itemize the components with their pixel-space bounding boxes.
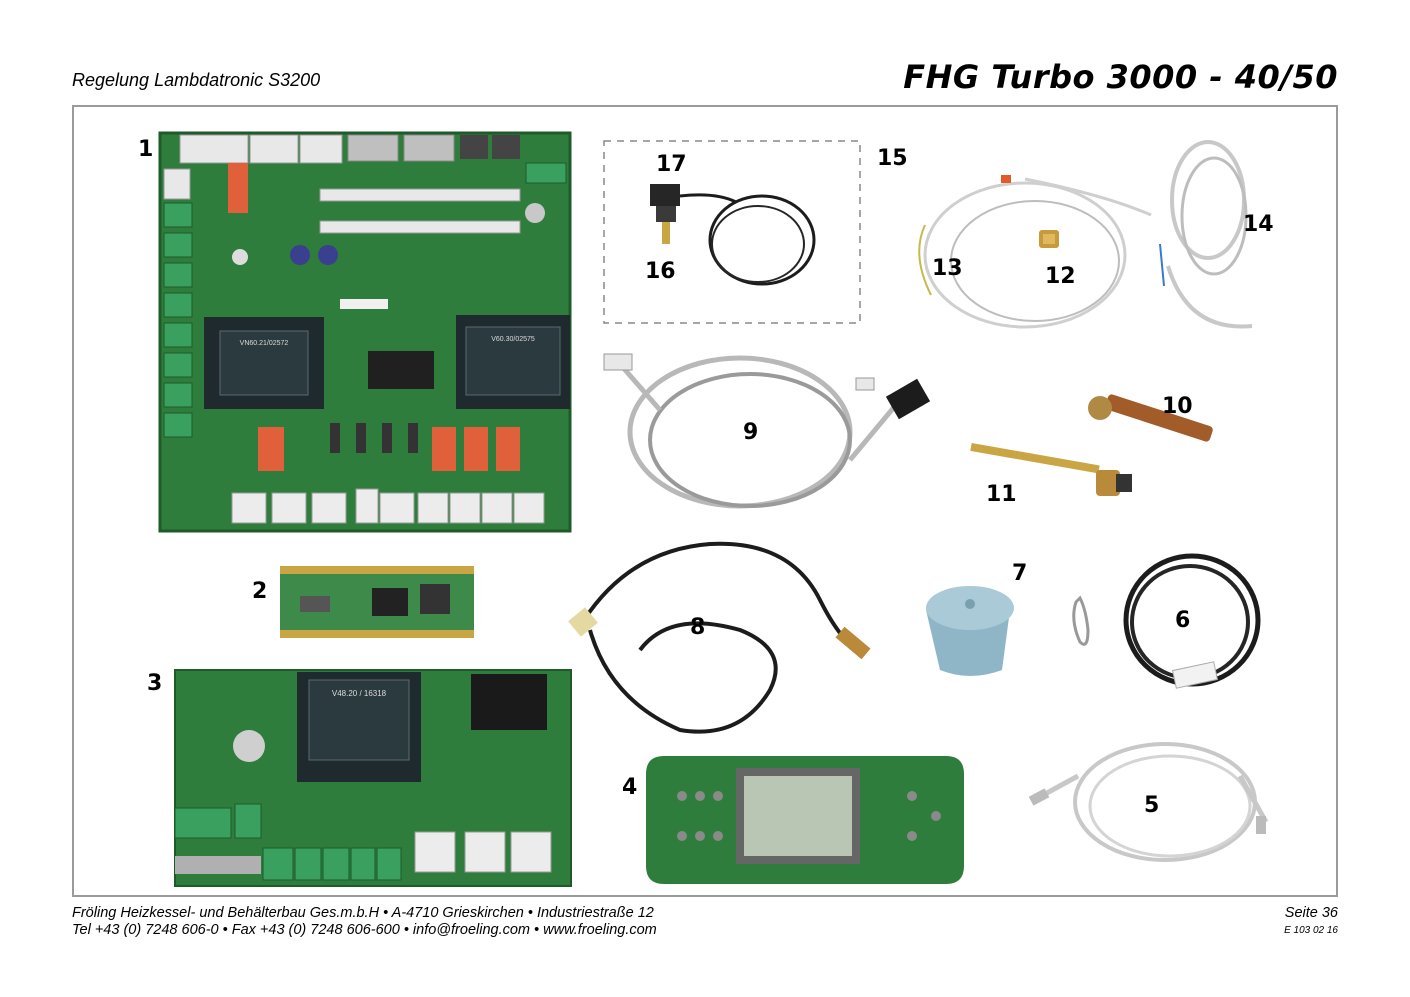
part-14-cable-coil-image bbox=[1159, 140, 1253, 329]
label-4: 4 bbox=[622, 775, 638, 800]
part-17-flow-switch-image bbox=[650, 184, 816, 286]
part-7-sensor-housing-image bbox=[926, 586, 1014, 676]
label-9: 9 bbox=[743, 420, 759, 445]
part-5-network-cable-image bbox=[1028, 742, 1269, 862]
document-code: E 103 02 16 bbox=[1284, 925, 1338, 936]
label-14: 14 bbox=[1243, 212, 1274, 237]
label-3: 3 bbox=[147, 671, 163, 696]
part-10-immersion-sensor-image bbox=[1088, 394, 1213, 442]
label-15: 15 bbox=[877, 146, 908, 171]
transformer-left-label: VN60.21/02572 bbox=[240, 340, 289, 347]
part-12-fitting-image bbox=[1039, 230, 1059, 248]
label-6: 6 bbox=[1175, 608, 1191, 633]
document-title: FHG Turbo 3000 - 40/50 bbox=[903, 58, 1338, 96]
label-5: 5 bbox=[1144, 793, 1160, 818]
label-16: 16 bbox=[645, 259, 676, 284]
transformer-board3-label: V48.20 / 16318 bbox=[332, 689, 387, 698]
label-1: 1 bbox=[138, 137, 154, 162]
label-12: 12 bbox=[1045, 264, 1076, 289]
part-8-probe-cable-image bbox=[568, 541, 871, 734]
part-13-thermocouple-image bbox=[918, 175, 1152, 329]
part-4-display-board-image bbox=[646, 756, 964, 884]
part-15-group-dashed-box bbox=[603, 140, 861, 324]
part-2-plugin-card-image bbox=[280, 566, 474, 638]
label-13: 13 bbox=[932, 256, 963, 281]
transformer-right-label: V60.30/02575 bbox=[491, 336, 535, 343]
parts-frame bbox=[72, 105, 1338, 897]
label-17: 17 bbox=[656, 152, 687, 177]
label-7: 7 bbox=[1012, 561, 1028, 586]
part-6-sensor-cable-image bbox=[1072, 553, 1261, 689]
label-2: 2 bbox=[252, 579, 268, 604]
part-11-immersion-sleeve-image bbox=[970, 442, 1132, 496]
label-8: 8 bbox=[690, 615, 706, 640]
label-10: 10 bbox=[1162, 394, 1193, 419]
label-11: 11 bbox=[986, 482, 1017, 507]
footer-contact: Tel +43 (0) 7248 606-0 • Fax +43 (0) 724… bbox=[72, 922, 657, 938]
part-9-grey-cable-image bbox=[603, 353, 931, 509]
document-subtitle: Regelung Lambdatronic S3200 bbox=[72, 70, 321, 90]
part-3-power-board-image: V48.20 / 16318 bbox=[174, 669, 572, 887]
part-1-main-board-image: VN60.21/02572 V60.30/02575 bbox=[158, 131, 572, 533]
footer-address: Fröling Heizkessel- und Behälterbau Ges.… bbox=[72, 905, 654, 921]
page-number: Seite 36 bbox=[1284, 905, 1338, 921]
